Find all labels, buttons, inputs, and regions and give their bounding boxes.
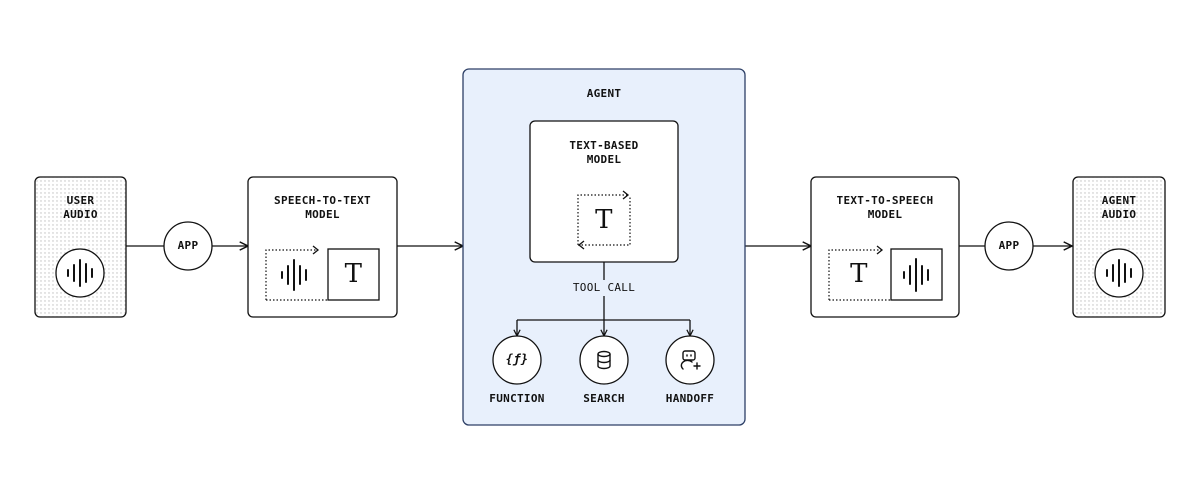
database-icon [579, 335, 629, 385]
app-left-circle [163, 221, 213, 271]
app-left-label: APP [177, 239, 199, 252]
agent-audio-box [1072, 176, 1166, 318]
waveform-icon [55, 248, 105, 298]
dotted-arrow-right-icon [828, 249, 890, 301]
tts-label: TEXT-TO-SPEECH MODEL [836, 194, 934, 221]
function-icon [492, 335, 542, 385]
stt-text-t-icon: T [344, 259, 363, 289]
tool-call-connectors [517, 262, 690, 336]
function-label: FUNCTION [489, 392, 545, 405]
waveform-icon [281, 259, 307, 291]
text-model-label: TEXT-BASED MODEL [569, 139, 639, 166]
handoff-label: HANDOFF [665, 392, 715, 405]
text-t-icon-box [327, 248, 380, 301]
dotted-arrow-right-icon [265, 249, 327, 301]
tool-call-label: TOOL CALL [572, 281, 636, 294]
app-right-circle [984, 221, 1034, 271]
agent-label: AGENT [586, 87, 622, 100]
text-model-dotted-icon [577, 194, 631, 246]
search-label: SEARCH [583, 392, 625, 405]
waveform-icon [1094, 248, 1144, 298]
app-right-label: APP [998, 239, 1020, 252]
user-audio-label: USER AUDIO [63, 194, 98, 221]
waveform-icon [903, 258, 929, 292]
text-model-t-icon: T [595, 205, 613, 235]
agent-audio-label: AGENT AUDIO [1101, 194, 1137, 221]
bot-add-icon [665, 335, 715, 385]
stt-label: SPEECH-TO-TEXT MODEL [274, 194, 371, 221]
tts-text-t-icon: T [850, 259, 868, 289]
function-glyph: {ƒ} [505, 352, 529, 366]
